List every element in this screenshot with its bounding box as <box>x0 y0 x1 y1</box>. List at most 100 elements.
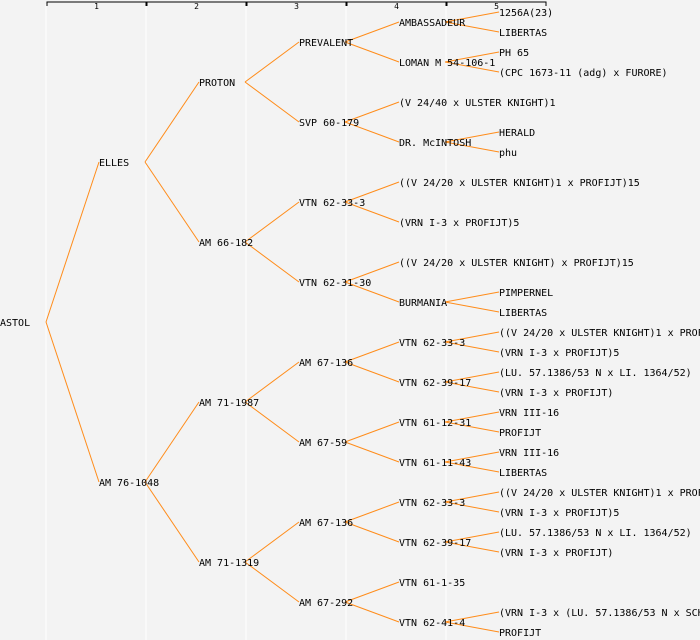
generation-bracket <box>146 1 247 6</box>
pedigree-node[interactable]: (VRN I-3 x PROFIJT)5 <box>399 218 519 229</box>
pedigree-node[interactable]: VTN 62-39-17 <box>399 538 471 549</box>
pedigree-node[interactable]: (V 24/40 x ULSTER KNIGHT)1 <box>399 98 556 109</box>
generation-guides <box>45 4 447 640</box>
pedigree-node[interactable]: phu <box>499 148 517 159</box>
connector-line <box>444 621 500 633</box>
pedigree-node[interactable]: PH 65 <box>499 48 529 59</box>
pedigree-node[interactable]: (LU. 57.1386/53 N x LI. 1364/52) <box>499 368 692 379</box>
connector-line <box>344 281 400 303</box>
connector-line <box>344 121 400 143</box>
pedigree-node[interactable]: AM 71-1987 <box>199 398 259 409</box>
pedigree-node[interactable]: (VRN I-3 x PROFIJT)5 <box>499 348 619 359</box>
connector-line <box>444 21 500 33</box>
connector-line <box>444 291 500 303</box>
pedigree-node[interactable]: (CPC 1673-11 (adg) x FURORE) <box>499 68 668 79</box>
connector-line <box>444 451 500 463</box>
pedigree-node[interactable]: (VRN I-3 x PROFIJT) <box>499 388 613 399</box>
generation-number: 1 <box>94 2 99 11</box>
connector-line <box>244 401 300 443</box>
connector-line <box>444 341 500 353</box>
pedigree-node[interactable]: VTN 62-33-3 <box>399 338 465 349</box>
connector-line <box>344 441 400 463</box>
connector-line <box>444 421 500 433</box>
pedigree-node[interactable]: (VRN I-3 x (LU. 57.1386/53 N x SCH <box>499 608 700 619</box>
pedigree-node[interactable]: LIBERTAS <box>499 28 547 39</box>
pedigree-node[interactable]: BURMANIA <box>399 298 447 309</box>
connector-line <box>344 601 400 623</box>
connector-lines <box>45 11 500 633</box>
connector-line <box>344 21 400 43</box>
pedigree-node[interactable]: ASTOL <box>0 318 30 329</box>
pedigree-node[interactable]: VTN 61-11-43 <box>399 458 471 469</box>
pedigree-node[interactable]: VTN 62-39-17 <box>399 378 471 389</box>
pedigree-node[interactable]: AM 66-182 <box>199 238 253 249</box>
pedigree-node[interactable]: AM 67-292 <box>299 598 353 609</box>
pedigree-node[interactable]: ((V 24/20 x ULSTER KNIGHT) x PROFIJT)15 <box>399 258 634 269</box>
pedigree-node[interactable]: HERALD <box>499 128 535 139</box>
connector-line <box>344 421 400 443</box>
pedigree-node[interactable]: LIBERTAS <box>499 468 547 479</box>
pedigree-node[interactable]: PROFIJT <box>499 428 541 439</box>
connector-line <box>45 321 100 483</box>
connector-line <box>344 341 400 363</box>
pedigree-node[interactable]: (VRN I-3 x PROFIJT)5 <box>499 508 619 519</box>
pedigree-node[interactable]: PROFIJT <box>499 628 541 639</box>
connector-line <box>344 201 400 223</box>
connector-line <box>344 501 400 523</box>
pedigree-node[interactable]: VRN III-16 <box>499 448 559 459</box>
pedigree-node[interactable]: VTN 61-1-35 <box>399 578 465 589</box>
pedigree-node[interactable]: LIBERTAS <box>499 308 547 319</box>
connector-line <box>444 301 500 313</box>
connector-line <box>244 41 300 83</box>
pedigree-node[interactable]: AMBASSADEUR <box>399 18 466 29</box>
pedigree-node[interactable]: (LU. 57.1386/53 N x LI. 1364/52) <box>499 528 692 539</box>
pedigree-node[interactable]: ((V 24/20 x ULSTER KNIGHT)1 x PROF <box>499 488 700 499</box>
pedigree-node[interactable]: AM 67-59 <box>299 438 347 449</box>
connector-line <box>444 61 500 73</box>
generation-bracket <box>46 1 147 6</box>
generation-bracket <box>446 1 547 6</box>
pedigree-node[interactable]: SVP 60-179 <box>299 118 359 129</box>
pedigree-node[interactable]: VTN 62-41-4 <box>399 618 465 629</box>
pedigree-node[interactable]: LOMAN M 54-106-1 <box>399 58 495 69</box>
connector-line <box>344 361 400 383</box>
connector-line <box>444 461 500 473</box>
generation-bracket <box>246 1 347 6</box>
connector-line <box>344 261 400 283</box>
pedigree-node[interactable]: PIMPERNEL <box>499 288 553 299</box>
connector-line <box>45 161 100 323</box>
pedigree-node[interactable]: VRN III-16 <box>499 408 559 419</box>
pedigree-node[interactable]: ELLES <box>99 158 129 169</box>
pedigree-node[interactable]: VTN 61-12-31 <box>399 418 471 429</box>
connector-line <box>344 101 400 123</box>
connector-line <box>444 381 500 393</box>
pedigree-node[interactable]: VTN 62-33-3 <box>299 198 365 209</box>
pedigree-node[interactable]: DR. McINTOSH <box>399 138 471 149</box>
generation-number: 4 <box>394 2 399 11</box>
connector-line <box>144 161 200 243</box>
connector-line <box>444 501 500 513</box>
pedigree-node[interactable]: PREVALENT <box>299 38 353 49</box>
pedigree-node[interactable]: ((V 24/20 x ULSTER KNIGHT)1 x PROF <box>499 328 700 339</box>
connector-line <box>144 81 200 163</box>
connector-line <box>444 11 500 23</box>
pedigree-node[interactable]: AM 67-136 <box>299 518 353 529</box>
pedigree-node[interactable]: 1256A(23) <box>499 8 553 19</box>
pedigree-node[interactable]: AM 76-1048 <box>99 478 159 489</box>
connector-line <box>144 401 200 483</box>
pedigree-node[interactable]: AM 71-1319 <box>199 558 259 569</box>
pedigree-node[interactable]: (VRN I-3 x PROFIJT) <box>499 548 613 559</box>
connector-line <box>444 371 500 383</box>
pedigree-node[interactable]: PROTON <box>199 78 235 89</box>
pedigree-node[interactable]: VTN 62-31-30 <box>299 278 371 289</box>
connector-line <box>444 541 500 553</box>
connector-line <box>444 531 500 543</box>
generation-bracket <box>346 1 447 6</box>
pedigree-node[interactable]: VTN 62-33-3 <box>399 498 465 509</box>
pedigree-node[interactable]: ((V 24/20 x ULSTER KNIGHT)1 x PROFIJT)15 <box>399 178 640 189</box>
node-labels: ASTOL ELLES PROTON PREVALENT AMBASSADEUR 1256… <box>0 8 700 639</box>
pedigree-node[interactable]: AM 67-136 <box>299 358 353 369</box>
connector-line <box>344 581 400 603</box>
